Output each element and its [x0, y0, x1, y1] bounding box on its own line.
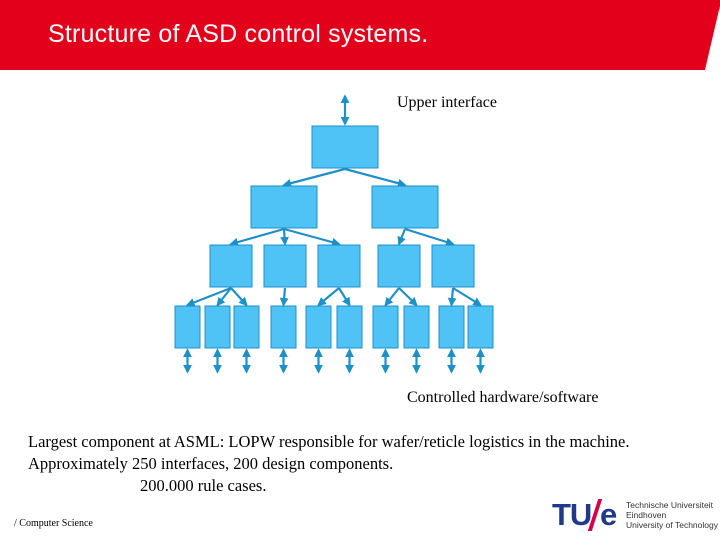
middle-component-box-0 — [250, 185, 318, 229]
slide-title: Structure of ASD control systems. — [48, 20, 429, 48]
top-to-middle-arrow-0 — [282, 167, 346, 188]
third-level-component-box-3 — [377, 244, 421, 288]
third-level-component-box-1 — [263, 244, 307, 288]
logo-line-3: University of Technology — [626, 520, 718, 530]
logo-wordmark: Technische Universiteit Eindhoven Univer… — [626, 500, 718, 530]
third-to-bottom-arrow-3 — [279, 287, 289, 307]
logo-mark-tu: TU — [552, 497, 592, 532]
bottom-component-box-2 — [233, 305, 260, 349]
controlled-hardware-label: Controlled hardware/software — [407, 389, 599, 406]
logo-line-1: Technische Universiteit — [626, 500, 713, 510]
header-bar: Structure of ASD control systems. — [0, 0, 720, 70]
body-text: Largest component at ASML: LOPW responsi… — [28, 431, 630, 497]
header-background — [0, 0, 720, 70]
third-to-bottom-arrow-1 — [216, 287, 232, 307]
middle-to-third-arrow-3 — [397, 228, 407, 246]
middle-component-box-1 — [371, 185, 439, 229]
upper-interface-label: Upper interface — [397, 94, 497, 111]
bottom-component-box-8 — [438, 305, 465, 349]
third-to-bottom-arrow-8 — [447, 287, 457, 307]
third-to-bottom-arrow-4 — [317, 287, 340, 307]
body-line-3: 200.000 rule cases. — [140, 476, 267, 495]
bottom-component-box-6 — [372, 305, 399, 349]
bottom-component-box-3 — [270, 305, 297, 349]
middle-to-third-arrow-0 — [229, 227, 285, 247]
tue-logo: TU e Technische Universiteit Eindhoven U… — [552, 497, 718, 533]
middle-to-third-arrow-1 — [280, 228, 289, 246]
body-line-2: Approximately 250 interfaces, 200 design… — [28, 454, 394, 473]
middle-to-third-arrow-2 — [283, 227, 341, 247]
bottom-component-box-0 — [174, 305, 201, 349]
footer-text: / Computer Science — [14, 518, 93, 529]
bottom-component-box-7 — [403, 305, 430, 349]
bottom-component-box-4 — [305, 305, 332, 349]
top-component-box — [311, 125, 379, 169]
logo-line-2: Eindhoven — [626, 510, 667, 520]
body-line-1: Largest component at ASML: LOPW responsi… — [28, 432, 630, 451]
third-to-bottom-arrow-7 — [398, 287, 418, 307]
third-to-bottom-arrow-5 — [338, 287, 351, 307]
bottom-component-box-5 — [336, 305, 363, 349]
middle-to-third-arrow-4 — [404, 227, 455, 247]
top-to-middle-arrow-1 — [344, 167, 407, 188]
third-level-component-box-2 — [317, 244, 361, 288]
logo-mark-e: e — [600, 497, 618, 532]
third-to-bottom-arrow-0 — [185, 286, 232, 307]
third-level-component-box-0 — [209, 244, 253, 288]
third-level-component-box-4 — [431, 244, 475, 288]
third-to-bottom-arrow-2 — [230, 287, 248, 307]
third-to-bottom-arrow-6 — [384, 287, 400, 307]
bottom-component-box-1 — [204, 305, 231, 349]
third-to-bottom-arrow-9 — [452, 287, 482, 306]
bottom-component-box-9 — [467, 305, 494, 349]
